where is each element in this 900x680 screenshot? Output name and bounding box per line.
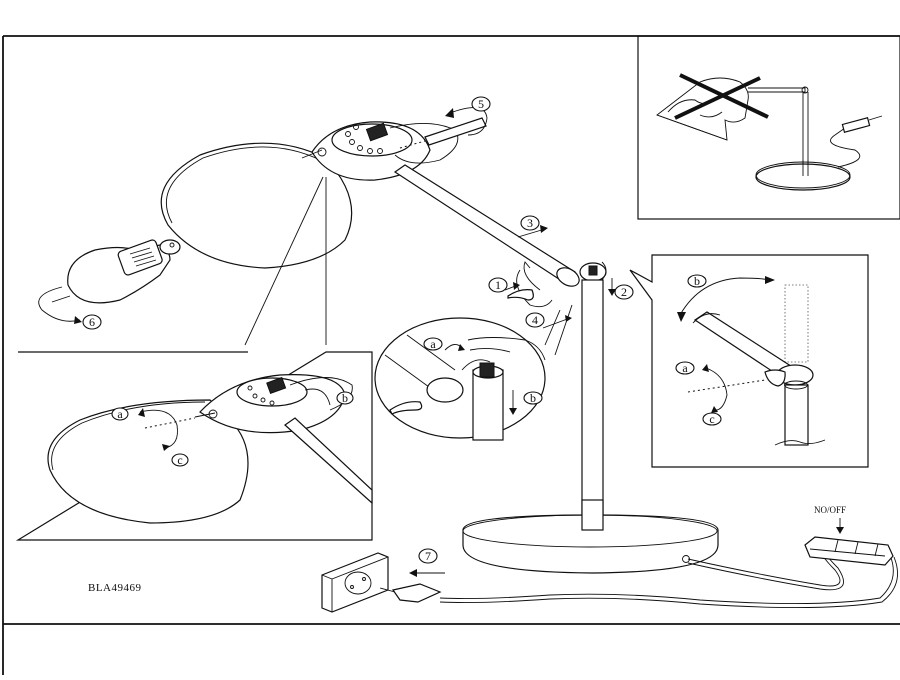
prohibited-cross-icon — [674, 73, 769, 120]
sub-step-markers: a c b a b b a c — [111, 274, 722, 467]
step-3-marker: 3 — [520, 215, 540, 231]
step-5-marker: 5 — [471, 96, 491, 112]
sub-label-a: a — [430, 337, 436, 351]
wall-socket — [321, 552, 389, 613]
step-markers: 1 2 3 4 5 6 7 — [82, 96, 634, 564]
lamp-base — [462, 499, 719, 574]
sub-label-a: a — [117, 407, 123, 421]
switch-label: NO/OFF — [814, 505, 847, 515]
lamp-joint — [579, 262, 607, 282]
lamp-head — [301, 121, 459, 181]
step-2-label: 2 — [621, 285, 627, 299]
step-4-marker: 4 — [525, 312, 545, 328]
insert-arrow-icon — [409, 569, 445, 577]
screwdriver-icon — [399, 117, 487, 149]
lamp-stem — [581, 279, 604, 536]
vent-holes — [345, 124, 383, 154]
arrow-down-icon — [836, 518, 844, 534]
sub-label-b: b — [694, 274, 700, 288]
light-bulb — [67, 239, 181, 304]
product-code: BLA49469 — [88, 582, 142, 594]
step-1-marker: 1 — [488, 277, 508, 293]
cloth-icon — [656, 77, 749, 141]
joint-detail-panel — [629, 254, 869, 468]
step-7-label: 7 — [425, 549, 431, 563]
step-2-marker: 2 — [614, 284, 634, 300]
sub-label-c: c — [177, 453, 182, 467]
warning-panel — [637, 35, 900, 220]
step-6-marker: 6 — [82, 314, 102, 330]
bulb-thread — [129, 247, 157, 267]
step-4-label: 4 — [532, 313, 538, 327]
step-7-marker: 7 — [418, 548, 438, 564]
sub-label-b: b — [342, 391, 348, 405]
wiring-detail-circle — [374, 304, 573, 441]
step-1-label: 1 — [495, 278, 501, 292]
sub-label-b: b — [530, 391, 536, 405]
shade-detail-shade — [47, 399, 249, 524]
lamp-arm — [393, 164, 580, 287]
step-3-label: 3 — [527, 216, 533, 230]
sub-label-c: c — [709, 412, 714, 426]
inline-switch — [804, 536, 894, 566]
plug-icon — [379, 583, 442, 603]
shade-detail-panel — [15, 351, 373, 541]
step-6-label: 6 — [89, 315, 95, 329]
sub-label-a: a — [682, 361, 688, 375]
mini-lamp-icon — [748, 86, 883, 191]
callout-lines — [244, 176, 327, 346]
lamp-shade — [160, 142, 353, 269]
rotation-arrows — [38, 107, 616, 329]
lamp-main — [67, 117, 898, 613]
step-5-label: 5 — [478, 97, 484, 111]
